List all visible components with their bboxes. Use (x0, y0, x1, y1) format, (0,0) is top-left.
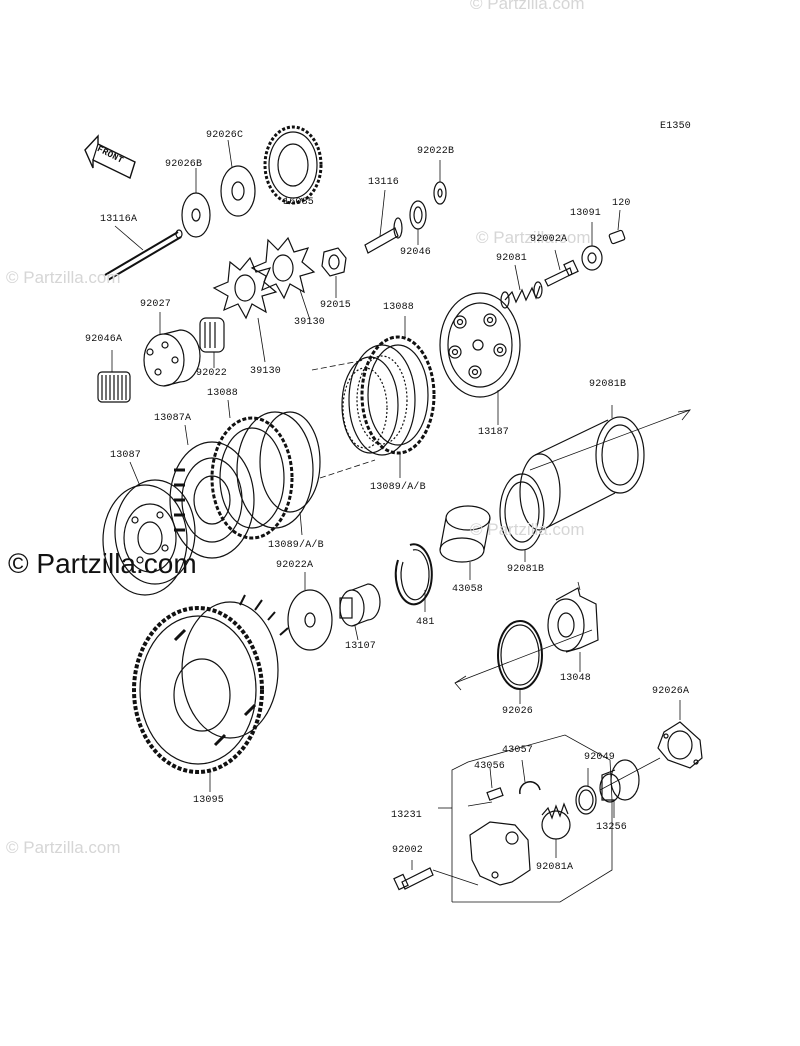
friction-plate-13088-upper (348, 316, 436, 456)
part-label: 92022B (417, 146, 455, 157)
bolt-92002a (544, 249, 579, 287)
collar-92022 (199, 317, 225, 368)
bushing-43058 (439, 505, 491, 580)
watermark: © Partzilla.com (6, 268, 121, 287)
part-label: 92002 (392, 845, 424, 856)
clutch-housing-13095 (132, 594, 289, 792)
sleeve-92081b (519, 405, 691, 531)
part-label: 13107 (345, 641, 377, 652)
watermark: © Partzilla.com (470, 0, 585, 13)
part-label: 13116 (368, 177, 400, 188)
watermark: © Partzilla.com (476, 228, 591, 247)
part-label: 13095 (193, 795, 225, 806)
bolt-92002 (393, 860, 479, 891)
part-label: 13089/A/B (370, 482, 426, 493)
fitting-43056 (486, 767, 504, 801)
plate-39130-a (212, 256, 278, 363)
part-label: 92081B (507, 564, 545, 575)
part-label: 43058 (452, 584, 484, 595)
part-label: 16085 (283, 197, 315, 208)
part-label: 92081B (589, 379, 627, 390)
washer-92022a (287, 572, 333, 651)
watermark-large: © Partzilla.com (8, 548, 197, 579)
part-label: 13231 (391, 810, 423, 821)
part-label: 92015 (320, 300, 352, 311)
spring-92081a (541, 802, 571, 858)
needle-bearing-92046a (97, 350, 131, 403)
steel-plates-13089 (311, 356, 401, 479)
clip-43057 (519, 759, 541, 795)
part-label: 13116A (100, 214, 138, 225)
part-label: 13088 (383, 302, 415, 313)
part-label: 92046 (400, 247, 432, 258)
part-label: 13187 (478, 427, 510, 438)
part-label: 92026 (502, 706, 534, 717)
part-label: 92026C (206, 130, 244, 141)
part-label: 13048 (560, 673, 592, 684)
collar-13107 (339, 583, 381, 641)
part-label: 481 (416, 617, 435, 628)
hub-13087 (102, 461, 196, 596)
washer-92026c (220, 139, 256, 217)
part-label: 92026B (165, 159, 203, 170)
pressure-plate-13187 (439, 292, 521, 425)
part-label: 92027 (140, 299, 172, 310)
part-label: 13089/A/B (268, 540, 324, 551)
shaft-13116a (104, 225, 183, 281)
part-label: 92026A (652, 686, 690, 697)
part-label: 43057 (502, 745, 534, 756)
part-label: 120 (612, 198, 631, 209)
part-label: 39130 (294, 317, 326, 328)
part-label: 13087 (110, 450, 142, 461)
cylinder-92027 (143, 312, 201, 387)
hub-13087a (169, 424, 255, 559)
gear-16085 (263, 125, 323, 205)
pin-13116 (364, 189, 403, 254)
screw-120 (608, 209, 626, 245)
cover-92026a (599, 700, 703, 791)
part-label: 13087A (154, 413, 192, 424)
part-label: 13088 (207, 388, 239, 399)
washer-92026b (181, 168, 211, 238)
part-label: 92046A (85, 334, 123, 345)
plate-39130-b (250, 236, 316, 321)
nut-92015 (321, 247, 347, 298)
front-arrow-icon (84, 134, 136, 179)
watermark: © Partzilla.com (6, 838, 121, 857)
ring-92049 (575, 768, 597, 815)
o-ring-92026 (454, 620, 593, 704)
circlip-481 (394, 543, 433, 612)
bearing-92046 (409, 200, 427, 245)
diagram-id: E1350 (660, 121, 692, 132)
part-label: 92002A (530, 234, 568, 245)
part-label: 92081A (536, 862, 574, 873)
part-label: 92022A (276, 560, 314, 571)
bearing-13256 (599, 759, 640, 818)
part-label: 39130 (250, 366, 282, 377)
cap-13091 (581, 222, 603, 271)
ring-92081b (499, 473, 545, 562)
part-label: 92022 (196, 368, 228, 379)
spring-92081 (500, 264, 543, 309)
watermark: © Partzilla.com (470, 520, 585, 539)
part-label: 43056 (474, 761, 506, 772)
friction-plate-13088-lower (210, 399, 321, 540)
part-label: 13091 (570, 208, 602, 219)
cam-13048 (547, 581, 599, 672)
part-label: 13256 (596, 822, 628, 833)
part-label: 92081 (496, 253, 528, 264)
release-cylinder-13231 (438, 734, 613, 903)
washer-92022b (433, 160, 447, 205)
part-label: 92049 (584, 752, 616, 763)
